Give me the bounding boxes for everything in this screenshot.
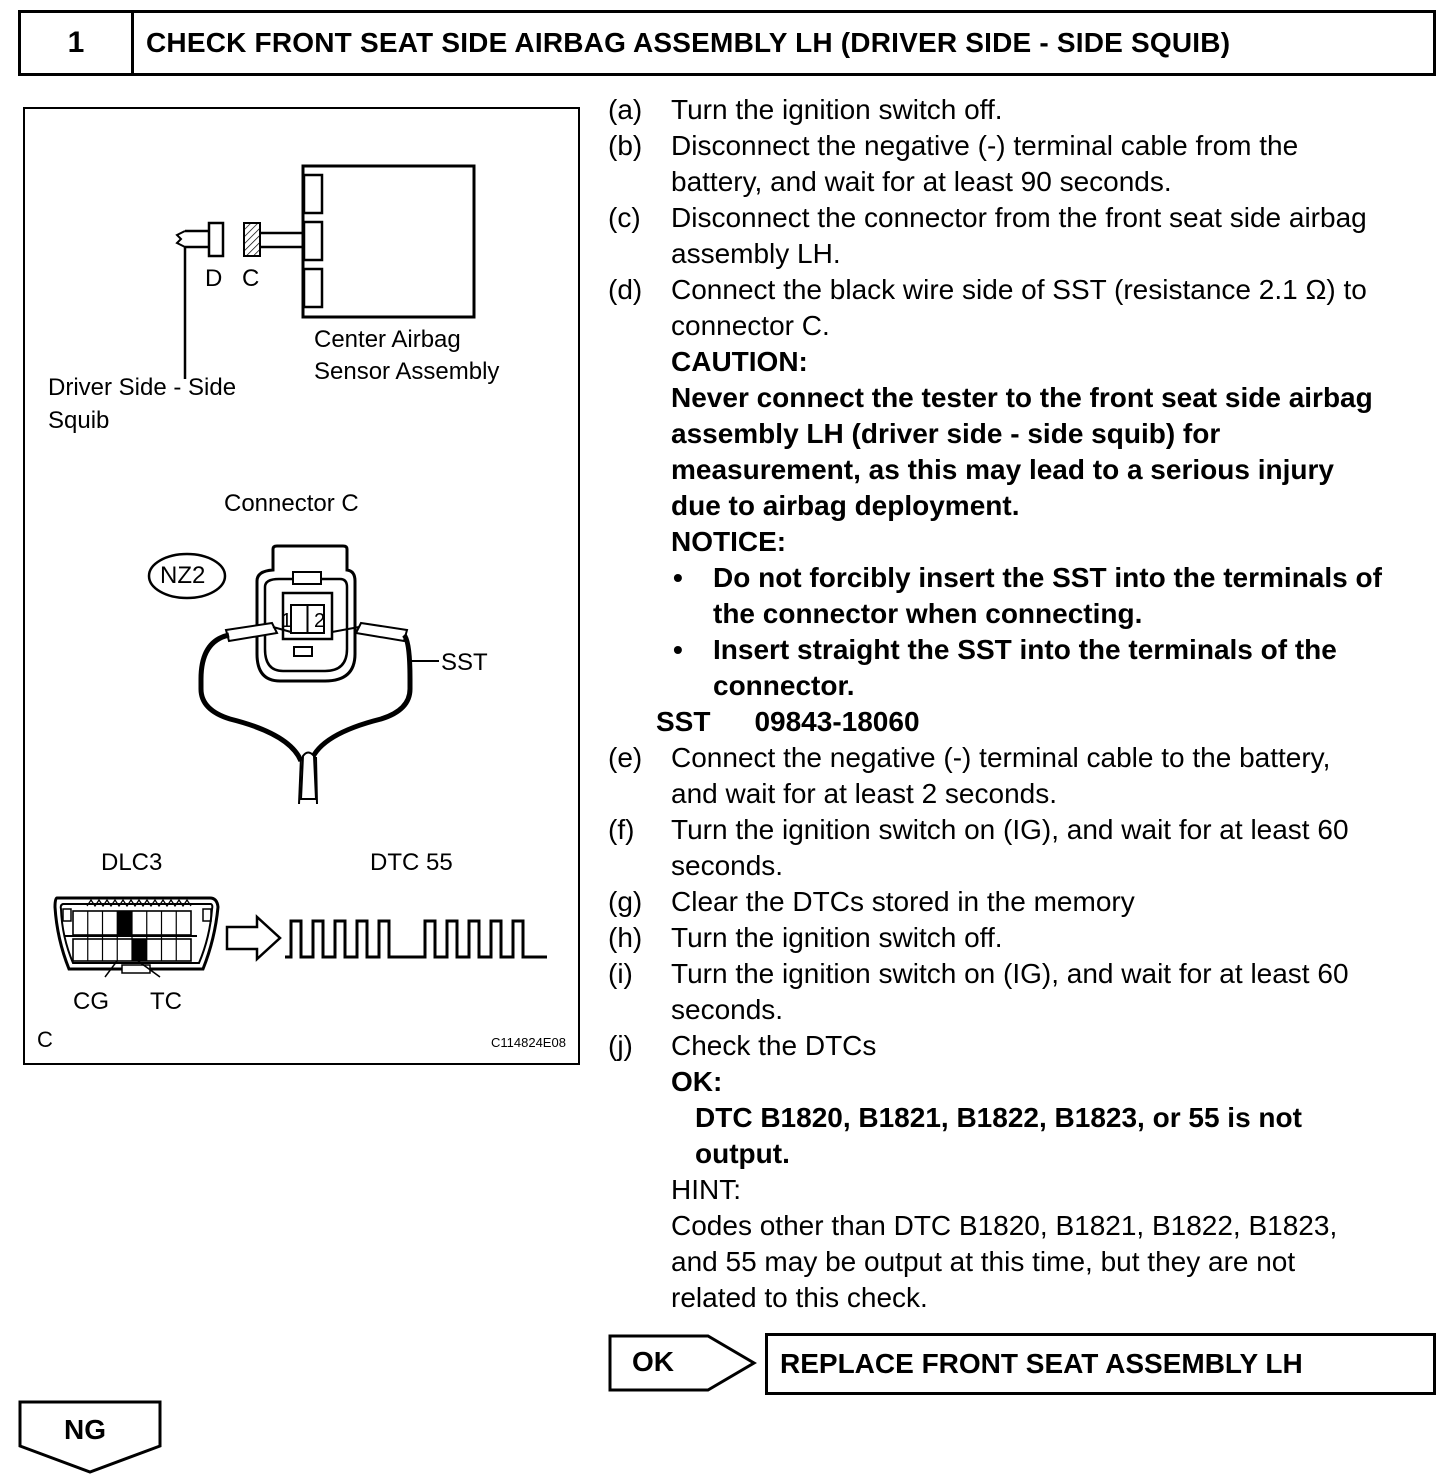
label-c: C (242, 265, 260, 292)
connector-diagram (53, 164, 547, 978)
notice-item-1: • Do not forcibly insert the SST into th… (673, 562, 1382, 629)
caution-line: Never connect the tester to the front se… (671, 382, 1373, 413)
step-j: (j) Check the DTCs (608, 1030, 877, 1061)
step-g: (g) Clear the DTCs stored in the memory (608, 886, 1135, 917)
caution-line: due to airbag deployment. (671, 490, 1020, 521)
step-number: 1 (21, 13, 134, 73)
step-d: (d) Connect the black wire side of SST (… (608, 274, 1367, 341)
connector-c-shape (243, 222, 261, 257)
procedure-steps: (a) Turn the ignition switch off. (b) Di… (608, 92, 1438, 1316)
connector-c-front-view (255, 544, 357, 683)
notice-item-2: • Insert straight the SST into the termi… (673, 634, 1337, 701)
dtc55-waveform (285, 919, 547, 959)
ng-arrow-shape (18, 1400, 162, 1474)
dlc3-label: DLC3 (101, 849, 163, 876)
caution-title: CAUTION: (671, 346, 808, 377)
hint-line: Codes other than DTC B1820, B1821, B1822… (671, 1210, 1338, 1241)
step-e: (e) Connect the negative (-) terminal ca… (608, 742, 1331, 809)
nz2-ellipse (147, 552, 227, 600)
ok-branch: OK (608, 1334, 758, 1397)
signal-arrow (225, 914, 282, 962)
squib-label-2: Squib (48, 407, 110, 434)
step-title: CHECK FRONT SEAT SIDE AIRBAG ASSEMBLY LH… (146, 27, 1231, 58)
ok-action-box: REPLACE FRONT SEAT ASSEMBLY LH (765, 1333, 1436, 1395)
figure-id: C114824E08 (491, 1035, 566, 1050)
center-sensor-label-1: Center Airbag (314, 326, 461, 353)
ng-branch: NG (18, 1400, 164, 1479)
sst-label: SST (441, 649, 488, 676)
sst-leads (198, 621, 439, 805)
ng-label: NG (64, 1414, 106, 1445)
caution-line: measurement, as this may lead to a serio… (671, 454, 1334, 485)
caution-line: assembly LH (driver side - side squib) f… (671, 418, 1221, 449)
tc-label: TC (150, 988, 182, 1015)
connector-d-shape (175, 221, 225, 379)
step-i: (i) Turn the ignition switch on (IG), an… (608, 958, 1349, 1025)
figure-corner-label: C (37, 1027, 53, 1052)
step-header: 1 CHECK FRONT SEAT SIDE AIRBAG ASSEMBLY … (18, 10, 1436, 76)
ok-criteria-line: DTC B1820, B1821, B1822, B1823, or 55 is… (695, 1102, 1302, 1133)
hint-title: HINT: (671, 1174, 741, 1205)
step-c: (c) Disconnect the connector from the fr… (608, 202, 1367, 269)
step-f: (f) Turn the ignition switch on (IG), an… (608, 814, 1349, 881)
notice-title: NOTICE: (671, 526, 787, 557)
ok-criteria-line: output. (695, 1138, 790, 1169)
step-b: (b) Disconnect the negative (-) terminal… (608, 130, 1299, 197)
step-h: (h) Turn the ignition switch off. (608, 922, 1003, 953)
hint-line: and 55 may be output at this time, but t… (671, 1246, 1296, 1277)
dtc55-label: DTC 55 (370, 849, 453, 876)
ok-label: OK (632, 1346, 674, 1377)
label-d: D (205, 265, 223, 292)
ok-criteria-title: OK: (671, 1066, 723, 1097)
step-a: (a) Turn the ignition switch off. (608, 94, 1003, 125)
connector-c-label: Connector C (224, 490, 359, 517)
center-sensor-label-2: Sensor Assembly (314, 358, 500, 385)
nz2-label: NZ2 (160, 562, 206, 589)
pin-1-label: 1 (281, 610, 293, 632)
dlc3-shape (53, 896, 220, 978)
wiring-figure: D C Center Airbag Sensor Assembly Driver… (23, 107, 580, 1065)
center-airbag-sensor-shape (301, 164, 476, 319)
ok-arrow-shape (608, 1334, 757, 1392)
pin-2-label: 2 (314, 610, 326, 632)
cg-label: CG (73, 988, 109, 1015)
hint-line: related to this check. (671, 1282, 928, 1313)
squib-label-1: Driver Side - Side (48, 374, 237, 401)
